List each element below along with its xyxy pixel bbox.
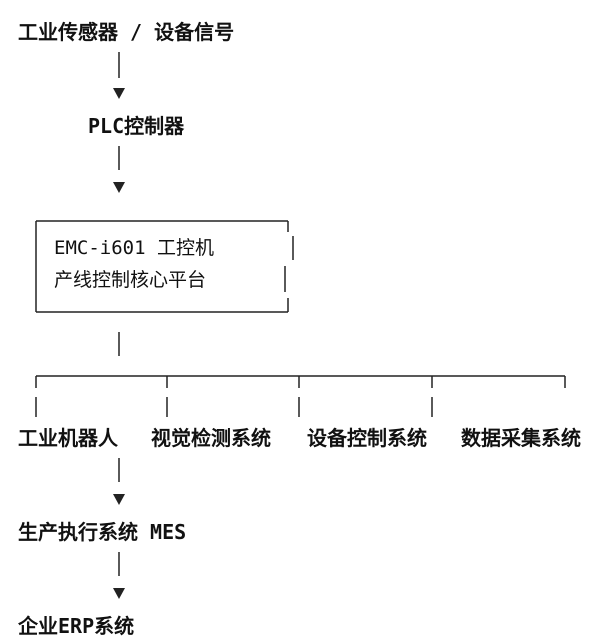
node-data: 数据采集系统 xyxy=(461,426,581,450)
node-vision: 视觉检测系统 xyxy=(151,426,271,450)
node-plc: PLC控制器 xyxy=(88,114,185,138)
node-sensor: 工业传感器 / 设备信号 xyxy=(18,20,235,44)
core-box-frame xyxy=(35,220,294,313)
node-robot: 工业机器人 xyxy=(18,426,118,450)
arrow-down-icon xyxy=(113,182,125,193)
node-erp: 企业ERP系统 xyxy=(18,614,135,638)
arrow-down-icon xyxy=(113,88,125,99)
node-core-line1: EMC-i601 工控机 xyxy=(54,237,214,259)
node-mes: 生产执行系统 MES xyxy=(18,520,187,544)
arrow-down-icon xyxy=(113,588,125,599)
node-core-line2: 产线控制核心平台 xyxy=(54,269,207,291)
arrow-down-icon xyxy=(113,494,125,505)
node-equipment: 设备控制系统 xyxy=(307,426,427,450)
